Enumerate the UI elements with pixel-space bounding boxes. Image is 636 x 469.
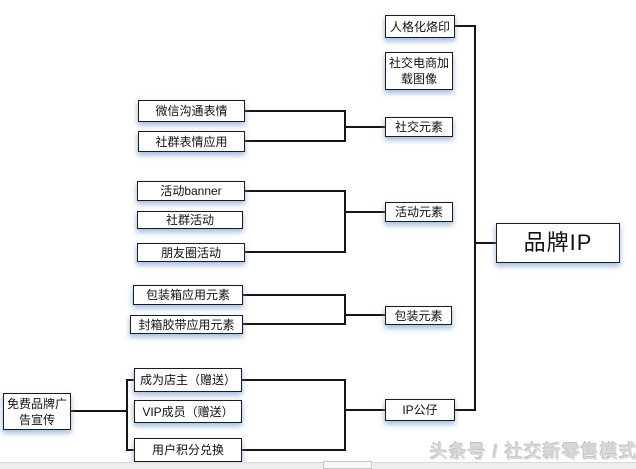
connector-line (476, 242, 496, 244)
node-moments-activity: 朋友圈活动 (137, 243, 245, 262)
node-packaging-elements: 包装元素 (385, 306, 452, 325)
node-personified-brand-mark: 人格化烙印 (385, 15, 455, 38)
connector-line (71, 410, 127, 412)
connector-line (344, 110, 346, 142)
connector-line (126, 379, 135, 381)
connector-line (344, 294, 346, 325)
node-free-brand-advertising: 免费品牌广告宣传 (3, 393, 71, 430)
connector-line (455, 409, 476, 411)
connector-line (346, 126, 385, 128)
node-packing-box-elements: 包装箱应用元素 (133, 285, 243, 305)
connector-line (126, 379, 128, 451)
node-wechat-chat-emoji: 微信沟通表情 (138, 100, 245, 122)
watermark-text: 头条号 / 社交新零售模式 (430, 442, 636, 462)
node-user-points-redeem: 用户积分兑换 (134, 438, 242, 462)
node-social-elements: 社交元素 (385, 117, 453, 137)
connector-line (346, 409, 385, 411)
connector-line (243, 323, 345, 325)
node-vip-member-gift: VIP成员（赠送） (134, 400, 242, 423)
scrollbar-thumb[interactable] (323, 461, 372, 469)
connector-line (242, 449, 345, 451)
connector-line (245, 140, 345, 142)
connector-line (242, 379, 345, 381)
node-social-ecommerce-loading-image: 社交电商加载图像 (385, 52, 453, 90)
connector-line (346, 211, 385, 213)
connector-line (455, 25, 476, 27)
node-become-shop-owner-gift: 成为店主（赠送） (134, 368, 242, 392)
connector-line (126, 449, 135, 451)
connector-line (245, 110, 345, 112)
connector-line (344, 190, 346, 253)
connector-line (245, 251, 345, 253)
node-community-activity: 社群活动 (137, 211, 243, 229)
node-activity-elements: 活动元素 (385, 202, 453, 222)
connector-line (474, 25, 476, 411)
node-activity-banner: 活动banner (137, 181, 245, 201)
node-ip-doll: IP公仔 (385, 399, 455, 421)
connector-line (245, 190, 345, 192)
node-community-emoji-usage: 社群表情应用 (138, 131, 245, 152)
scrollbar-track (0, 462, 636, 469)
connector-line (344, 379, 346, 451)
node-sealing-tape-elements: 封箱胶带应用元素 (130, 315, 243, 334)
connector-line (243, 294, 345, 296)
node-brand-ip: 品牌IP (496, 223, 620, 263)
connector-line (346, 314, 385, 316)
